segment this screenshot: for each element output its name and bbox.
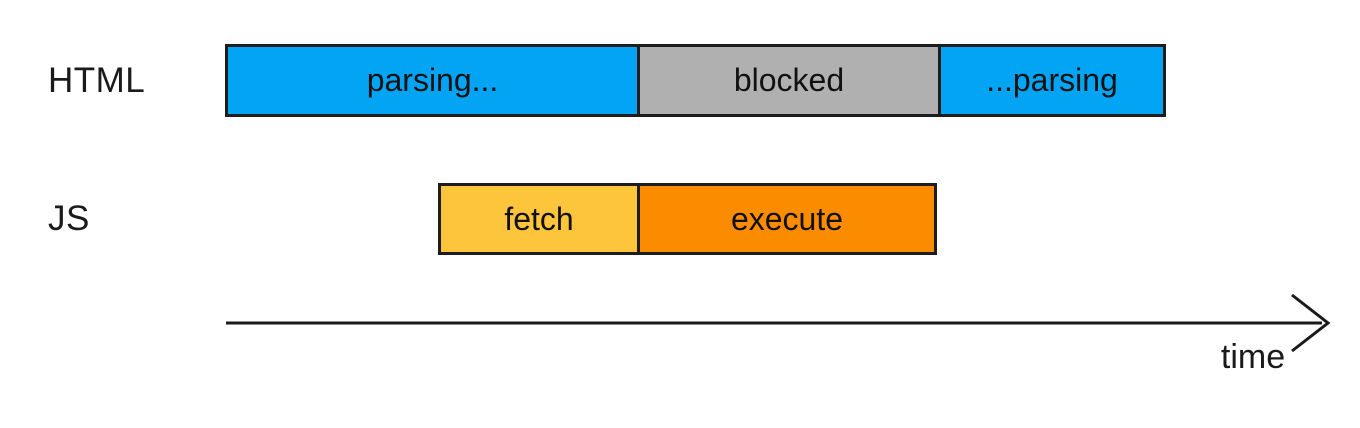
row-label-js: JS <box>48 199 90 238</box>
html-segment-parsing-start: parsing... <box>228 47 637 114</box>
js-segment-fetch: fetch <box>441 186 637 252</box>
row-label-html: HTML <box>48 60 146 100</box>
html-segment-parsing-resume: ...parsing <box>938 47 1163 114</box>
js-segment-execute: execute <box>637 186 934 252</box>
html-timeline-bar: parsing... blocked ...parsing <box>225 44 1166 117</box>
time-axis-label: time <box>1220 338 1286 376</box>
html-segment-blocked: blocked <box>637 47 938 114</box>
js-timeline-bar: fetch execute <box>438 183 937 255</box>
